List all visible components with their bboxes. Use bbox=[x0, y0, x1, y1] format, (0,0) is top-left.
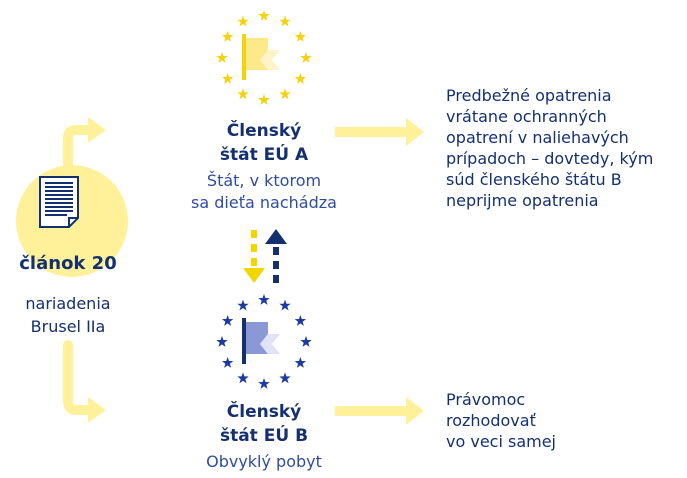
bracket-to-state-b bbox=[63, 340, 98, 415]
center-line2: Brusel IIa bbox=[30, 317, 106, 336]
outcome-a-line: súd členského štátu B bbox=[446, 170, 622, 189]
star-icon bbox=[221, 73, 234, 84]
star-icon bbox=[279, 88, 291, 100]
star-icon bbox=[221, 315, 234, 326]
star-icon bbox=[216, 52, 228, 63]
star-icon bbox=[216, 336, 228, 347]
star-icon bbox=[258, 378, 270, 389]
star-icon bbox=[258, 10, 270, 21]
star-icon bbox=[279, 299, 291, 311]
outcome-b-text: Právomoc rozhodovať vo veci samej bbox=[446, 389, 646, 452]
arrow-a-to-outcome-head bbox=[406, 118, 424, 146]
eu-flag-icon bbox=[216, 294, 312, 389]
outcome-a-line: opatrení v naliehavých bbox=[446, 128, 629, 147]
star-icon bbox=[279, 372, 291, 384]
outcome-b-line: rozhodovať bbox=[446, 411, 536, 430]
star-icon bbox=[237, 88, 249, 100]
bracket-to-state-b-arrowhead bbox=[88, 397, 106, 423]
star-icon bbox=[258, 94, 270, 105]
star-icon bbox=[221, 31, 234, 42]
star-icon bbox=[300, 52, 312, 63]
arrow-b-to-outcome-head bbox=[406, 397, 424, 425]
state-a-desc-line2: sa dieťa nachádza bbox=[191, 193, 337, 212]
state-b-name-line2: štát EÚ B bbox=[219, 426, 309, 446]
outcome-a-line: neprijme opatrenia bbox=[446, 191, 599, 210]
state-a-name-line2: štát EÚ A bbox=[219, 145, 309, 165]
star-icon bbox=[300, 336, 312, 347]
star-icon bbox=[258, 294, 270, 305]
star-icon bbox=[237, 299, 249, 311]
outcome-a-line: vrátane ochranných bbox=[446, 107, 607, 126]
document-icon bbox=[39, 176, 79, 228]
outcome-a-line: prípadoch – dovtedy, kým bbox=[446, 149, 654, 168]
outcome-b-line: vo veci samej bbox=[446, 432, 556, 451]
state-b-desc-line1: Obvyklý pobyt bbox=[206, 452, 322, 471]
star-icon bbox=[294, 357, 307, 368]
bracket-to-state-a-arrowhead bbox=[88, 117, 106, 143]
state-a-name-line1: Členský bbox=[226, 121, 302, 141]
dashed-arrow-down-head bbox=[243, 268, 265, 283]
eu-flag-icon bbox=[216, 10, 312, 105]
dashed-arrow-up-head bbox=[265, 229, 287, 244]
bracket-to-state-a bbox=[63, 125, 98, 175]
state-a-desc-line1: Štát, v ktorom bbox=[206, 171, 322, 190]
state-b-name-line1: Členský bbox=[226, 402, 302, 422]
outcome-b-line: Právomoc bbox=[446, 390, 526, 409]
star-icon bbox=[237, 372, 249, 384]
star-icon bbox=[221, 357, 234, 368]
outcome-a-line: Predbežné opatrenia bbox=[446, 86, 612, 105]
center-line1: nariadenia bbox=[25, 294, 111, 313]
outcome-a-text: Predbežné opatrenia vrátane ochranných o… bbox=[446, 85, 682, 211]
center-title: článok 20 bbox=[19, 253, 117, 274]
star-icon bbox=[279, 15, 291, 27]
star-icon bbox=[237, 15, 249, 27]
star-icon bbox=[294, 315, 307, 326]
star-icon bbox=[294, 73, 307, 84]
star-icon bbox=[294, 31, 307, 42]
